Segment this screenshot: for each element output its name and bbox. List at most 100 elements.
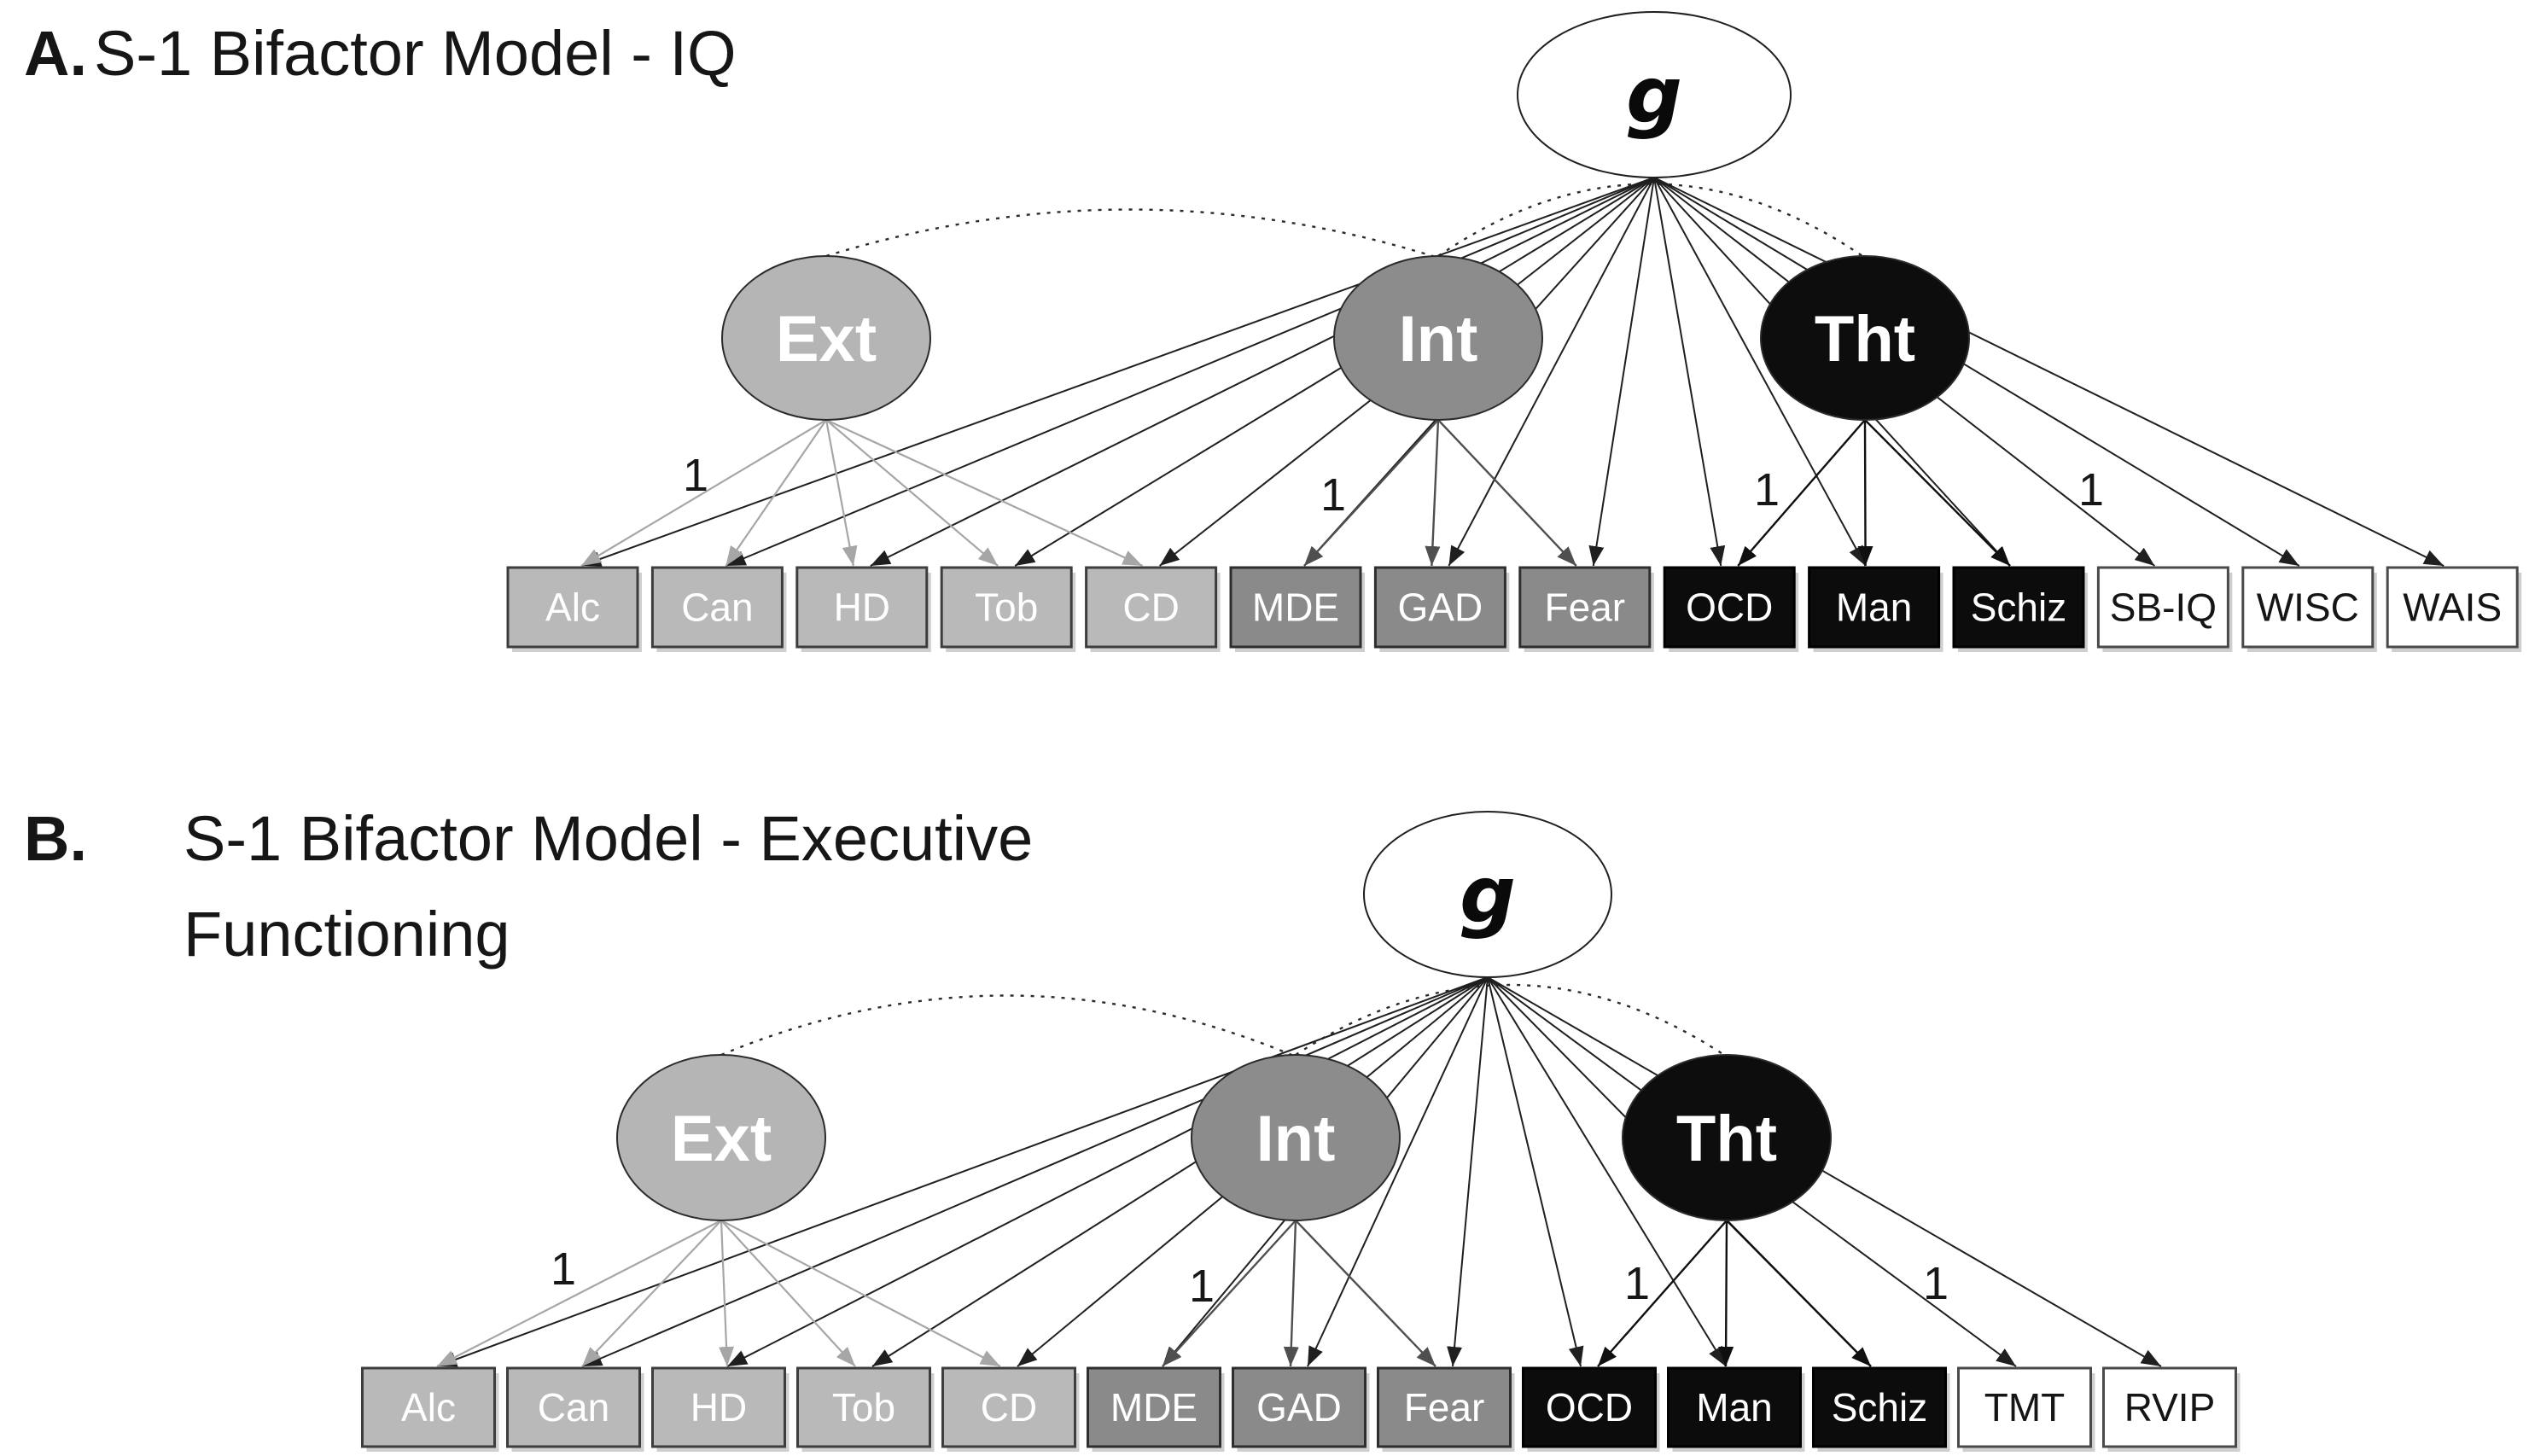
loading-ext-alc [436, 1220, 722, 1367]
indicator-label-gad: GAD [1256, 1385, 1342, 1430]
indicator-box-alc [361, 1366, 496, 1448]
indicator-box-cd [1085, 566, 1218, 649]
indicator-label-tob: Tob [975, 585, 1038, 630]
indicator-label-mde: MDE [1252, 585, 1339, 630]
loading-int-gad [1425, 419, 1441, 567]
indicator-box-mde [1229, 566, 1362, 649]
loading-ext-tob [825, 419, 999, 567]
indicator-label-tmt: TMT [1984, 1385, 2066, 1430]
loading-ext-can [725, 419, 827, 567]
indicator-box-tob [796, 1366, 931, 1448]
loading-g-gad [1307, 976, 1489, 1367]
loading-g-ocd [1653, 177, 1726, 567]
indicator-box-fear [1518, 566, 1652, 649]
loading-int-mde [1162, 1220, 1297, 1367]
factor-ellipse-ext [721, 255, 931, 421]
indicator-box-cd [941, 1366, 1076, 1448]
indicator-box-wisc [2241, 566, 2375, 649]
loading-g-alc [580, 177, 1655, 567]
indicator-box-fear [1377, 1366, 1512, 1448]
indicator-label-tob: Tob [832, 1385, 895, 1430]
loading-int-mde [1303, 419, 1439, 567]
indicator-label-ocd: OCD [1686, 585, 1773, 630]
indicator-box-wais [2386, 566, 2519, 649]
indicator-label-man: Man [1836, 585, 1912, 630]
loading-ext-cd [825, 419, 1144, 567]
g-factor-label: g [1626, 50, 1682, 141]
factor-label-tht: Tht [1815, 303, 1915, 376]
fixed-loading-label-g: 1 [1923, 1258, 1949, 1309]
indicator-box-man [1808, 566, 1941, 649]
indicator-box-schiz [1952, 566, 2085, 649]
indicator-label-mde: MDE [1110, 1385, 1197, 1430]
indicator-box-ocd [1522, 1366, 1657, 1448]
indicator-label-cd: CD [1122, 585, 1179, 630]
factor-ellipse-tht [1760, 255, 1970, 421]
loading-int-fear [1437, 419, 1577, 567]
loading-g-can [581, 976, 1489, 1367]
loading-ext-hd [825, 419, 858, 567]
factor-label-tht: Tht [1676, 1103, 1777, 1175]
panel-b-title-line1: S-1 Bifactor Model - Executive [184, 803, 1033, 874]
loading-g-man [1487, 976, 1727, 1367]
fixed-loading-label-int: 1 [1320, 469, 1346, 521]
indicator-label-wais: WAIS [2403, 585, 2502, 630]
panel-b-title-line2: Functioning [184, 899, 510, 970]
panel-b-tag: B. [24, 803, 87, 874]
indicator-box-can [506, 1366, 641, 1448]
indicator-label-wisc: WISC [2257, 585, 2359, 630]
factor-label-ext: Ext [776, 303, 877, 376]
fixed-loading-label-tht: 1 [1754, 464, 1780, 515]
correlation-arc-int-tht [1295, 983, 1728, 1058]
indicator-label-schiz: Schiz [1832, 1385, 1927, 1430]
indicator-box-ocd [1663, 566, 1796, 649]
indicator-label-alc: Alc [545, 585, 600, 630]
indicator-box-schiz [1812, 1366, 1947, 1448]
indicator-label-hd: HD [691, 1385, 747, 1430]
indicator-label-sb-iq: SB-IQ [2110, 585, 2217, 630]
loading-ext-tob [720, 1220, 856, 1367]
indicator-box-alc [506, 566, 639, 649]
indicator-box-rvip [2102, 1366, 2237, 1448]
fixed-loading-label-tht: 1 [1624, 1258, 1650, 1309]
loading-g-wais [1653, 177, 2445, 567]
indicator-box-hd [795, 566, 929, 649]
indicator-label-can: Can [538, 1385, 609, 1430]
g-factor-ellipse [1363, 811, 1612, 978]
loading-int-fear [1295, 1220, 1436, 1367]
loading-g-gad [1448, 177, 1655, 567]
panel-a-title: S-1 Bifactor Model - IQ [94, 18, 737, 89]
indicator-label-fear: Fear [1545, 585, 1626, 630]
indicator-label-alc: Alc [401, 1385, 456, 1430]
loading-tht-ocd [1737, 419, 1866, 567]
loading-ext-cd [720, 1220, 1001, 1367]
correlation-arc-ext-int [720, 994, 1297, 1058]
factor-label-ext: Ext [671, 1103, 772, 1175]
indicator-label-rvip: RVIP [2124, 1385, 2216, 1430]
loading-g-can [725, 177, 1655, 567]
fixed-loading-label-ext: 1 [551, 1243, 576, 1295]
indicator-box-sb-iq [2096, 566, 2229, 649]
indicator-box-gad [1373, 566, 1506, 649]
indicator-box-man [1667, 1366, 1802, 1448]
indicator-label-gad: GAD [1398, 585, 1483, 630]
indicator-label-cd: CD [981, 1385, 1037, 1430]
loading-tht-ocd [1597, 1220, 1728, 1367]
indicator-label-ocd: OCD [1546, 1385, 1633, 1430]
indicator-box-tob [940, 566, 1073, 649]
panel-a-tag: A. [24, 18, 87, 89]
indicator-box-hd [651, 1366, 786, 1448]
correlation-arc-ext-int [825, 208, 1439, 259]
loading-g-hd [870, 177, 1655, 567]
loading-g-hd [726, 976, 1489, 1367]
loading-g-ocd [1487, 976, 1584, 1367]
loading-tht-schiz [1864, 419, 2011, 567]
loading-g-fear [1588, 177, 1655, 567]
g-factor-ellipse [1517, 11, 1792, 178]
indicator-label-fear: Fear [1404, 1385, 1485, 1430]
loading-g-man [1653, 177, 1867, 567]
loading-tht-schiz [1726, 1220, 1872, 1367]
loading-g-tob [1014, 177, 1655, 567]
fixed-loading-label-g: 1 [2078, 464, 2104, 515]
